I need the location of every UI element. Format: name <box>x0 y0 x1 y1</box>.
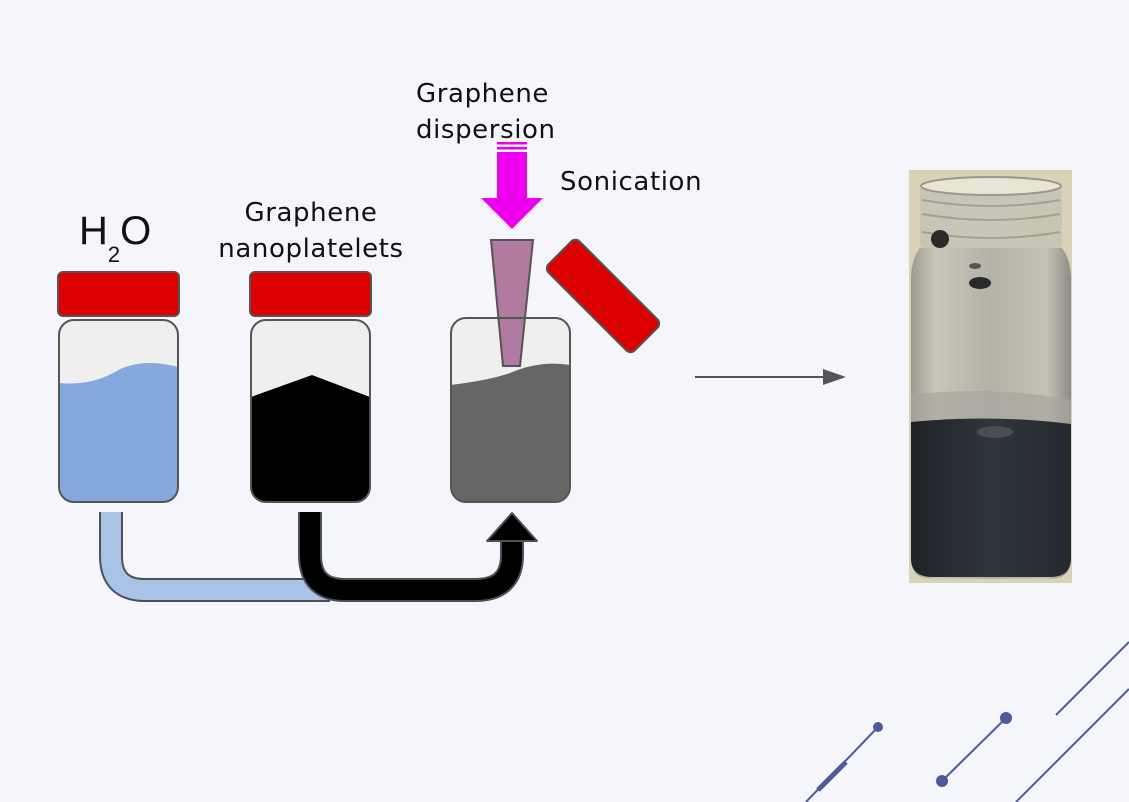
removed-cap <box>545 238 661 354</box>
dispersion-label-line2: dispersion <box>416 115 556 145</box>
nanoplatelets-vial <box>249 271 372 503</box>
water-vial <box>57 271 180 503</box>
vial-photo <box>909 170 1072 583</box>
nanoplatelets-powder <box>251 375 370 502</box>
water-liquid <box>59 363 178 502</box>
nanoplatelets-transfer-arrow <box>298 512 524 602</box>
dispersion-vial <box>450 239 571 503</box>
nanoplatelets-label-line1: Graphene <box>244 198 377 228</box>
dispersion-label-line1: Graphene <box>416 79 549 109</box>
sonication-label: Sonication <box>560 167 702 197</box>
water-label: H2O <box>79 209 151 267</box>
process-arrow <box>695 369 846 385</box>
water-transfer-pipe <box>99 512 330 602</box>
sonication-probe <box>489 239 535 367</box>
vial-cap <box>57 271 180 317</box>
decorative-accent-lines <box>805 641 1129 802</box>
mixture-liquid <box>451 363 570 502</box>
arrowhead <box>486 512 538 542</box>
nanoplatelets-label-line2: nanoplatelets <box>218 234 403 264</box>
vial-cap <box>249 271 372 317</box>
magenta-down-arrow-icon <box>481 142 543 229</box>
